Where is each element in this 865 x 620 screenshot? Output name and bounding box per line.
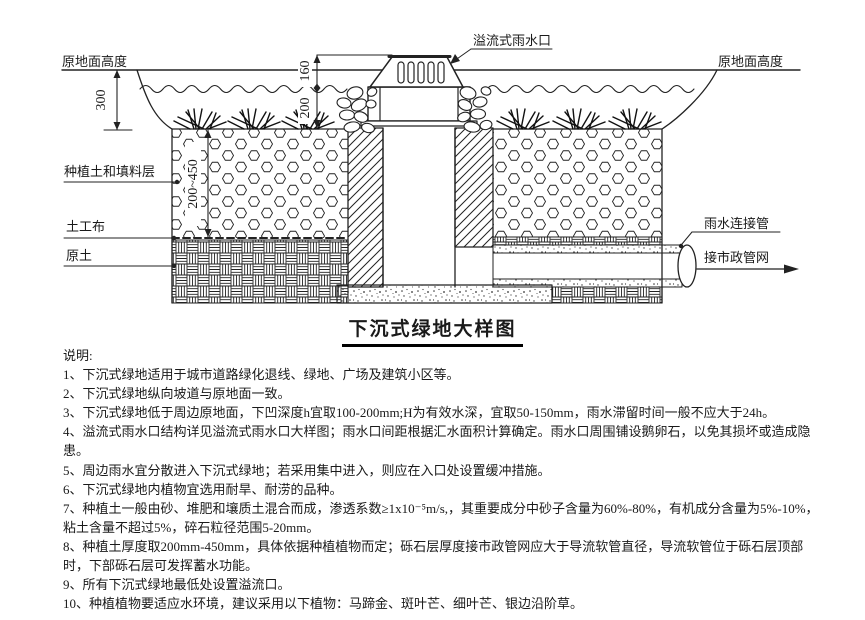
pebble-apron: [336, 86, 493, 134]
dim-water-depth: 200: [298, 98, 313, 119]
note-item: 4、溢流式雨水口结构详见溢流式雨水口大样图；雨水口间距根据汇水面积计算确定。雨水…: [63, 424, 811, 459]
right-slope: [661, 69, 718, 130]
note-item: 7、种植土一般由砂、堆肥和壤质土混合而成，渗透系数≥1x10⁻⁵m/s,，其重要…: [63, 500, 819, 535]
pipe-end-cap: [677, 244, 697, 288]
planting-soil-layer-right: [492, 128, 663, 304]
original-soil-left: [171, 239, 349, 304]
inlet-collar: [360, 86, 478, 127]
water-level-line: [139, 84, 695, 94]
dim-freeboard: 160: [298, 61, 313, 82]
note-item: 3、下沉式绿地低于周边原地面，下凹深度h宜取100-200mm;H为有效水深，宜…: [63, 405, 776, 421]
note-item: 1、下沉式绿地适用于城市道路绿化退线、绿地、广场及建筑小区等。: [63, 367, 460, 383]
dim-total-depth: 300: [94, 90, 109, 111]
label-ground-left: 原地面高度: [62, 54, 127, 69]
note-item: 5、周边雨水宜分散进入下沉式绿地；若采用集中进入，则应在入口处设置缓冲措施。: [63, 462, 551, 478]
dimension-soil-200-450: [204, 129, 212, 238]
overflow-shaft: [347, 127, 494, 288]
leader-rain-pipe: 雨水连接管: [678, 216, 781, 249]
label-geotextile: 土工布: [66, 219, 105, 234]
notes-block: 说明: 1、下沉式绿地适用于城市道路绿化退线、绿地、广场及建筑小区等。 2、下沉…: [63, 346, 823, 613]
label-overflow-inlet: 溢流式雨水口: [473, 33, 551, 48]
note-item: 6、下沉式绿地内植物宜选用耐旱、耐涝的品种。: [63, 481, 343, 497]
note-item: 10、种植植物要适应水环境，建议采用以下植物：马蹄金、斑叶芒、细叶芒、银边沿阶草…: [63, 596, 584, 612]
leader-geotextile: 土工布: [63, 219, 177, 241]
leader-original-soil: 原土: [63, 248, 177, 269]
section-drawing: 300 160 200 200~450 原地面高度 原地面高度 种植土和填料层 …: [61, 33, 801, 304]
figure-title: 下沉式绿地大样图: [342, 314, 523, 347]
label-rain-pipe: 雨水连接管: [704, 216, 769, 231]
notes-heading: 说明:: [63, 348, 93, 363]
original-soil-right: [551, 286, 663, 304]
label-municipal-net: 接市政管网: [704, 250, 769, 265]
flow-direction-arrow: [784, 264, 799, 274]
left-slope: [136, 69, 173, 130]
gravel-footing: [336, 284, 553, 304]
label-planting-layer: 种植土和填料层: [64, 164, 155, 179]
overflow-grate: [369, 55, 464, 88]
leader-municipal-net: 接市政管网: [696, 250, 799, 274]
note-item: 2、下沉式绿地纵向坡道与原地面一致。: [63, 386, 291, 402]
figure-title-row: 下沉式绿地大样图: [0, 314, 865, 347]
leader-planting-layer: 种植土和填料层: [63, 164, 180, 185]
planting-soil-layer-left: [171, 128, 349, 304]
rain-connecting-pipe: [492, 244, 697, 288]
note-item: 9、所有下沉式绿地最低处设置溢流口。: [63, 577, 291, 593]
dimension-inlet-160-200: [313, 54, 393, 129]
note-item: 8、种植土厚度取200mm-450mm，具体依据种植植物而定；砾石层厚度接市政管…: [63, 538, 804, 574]
leader-overflow-inlet: 溢流式雨水口: [450, 33, 553, 64]
dimension-depth-300: [103, 69, 133, 131]
label-ground-right: 原地面高度: [718, 54, 783, 69]
dim-soil-thickness: 200~450: [186, 159, 201, 209]
label-original-soil: 原土: [66, 248, 92, 263]
